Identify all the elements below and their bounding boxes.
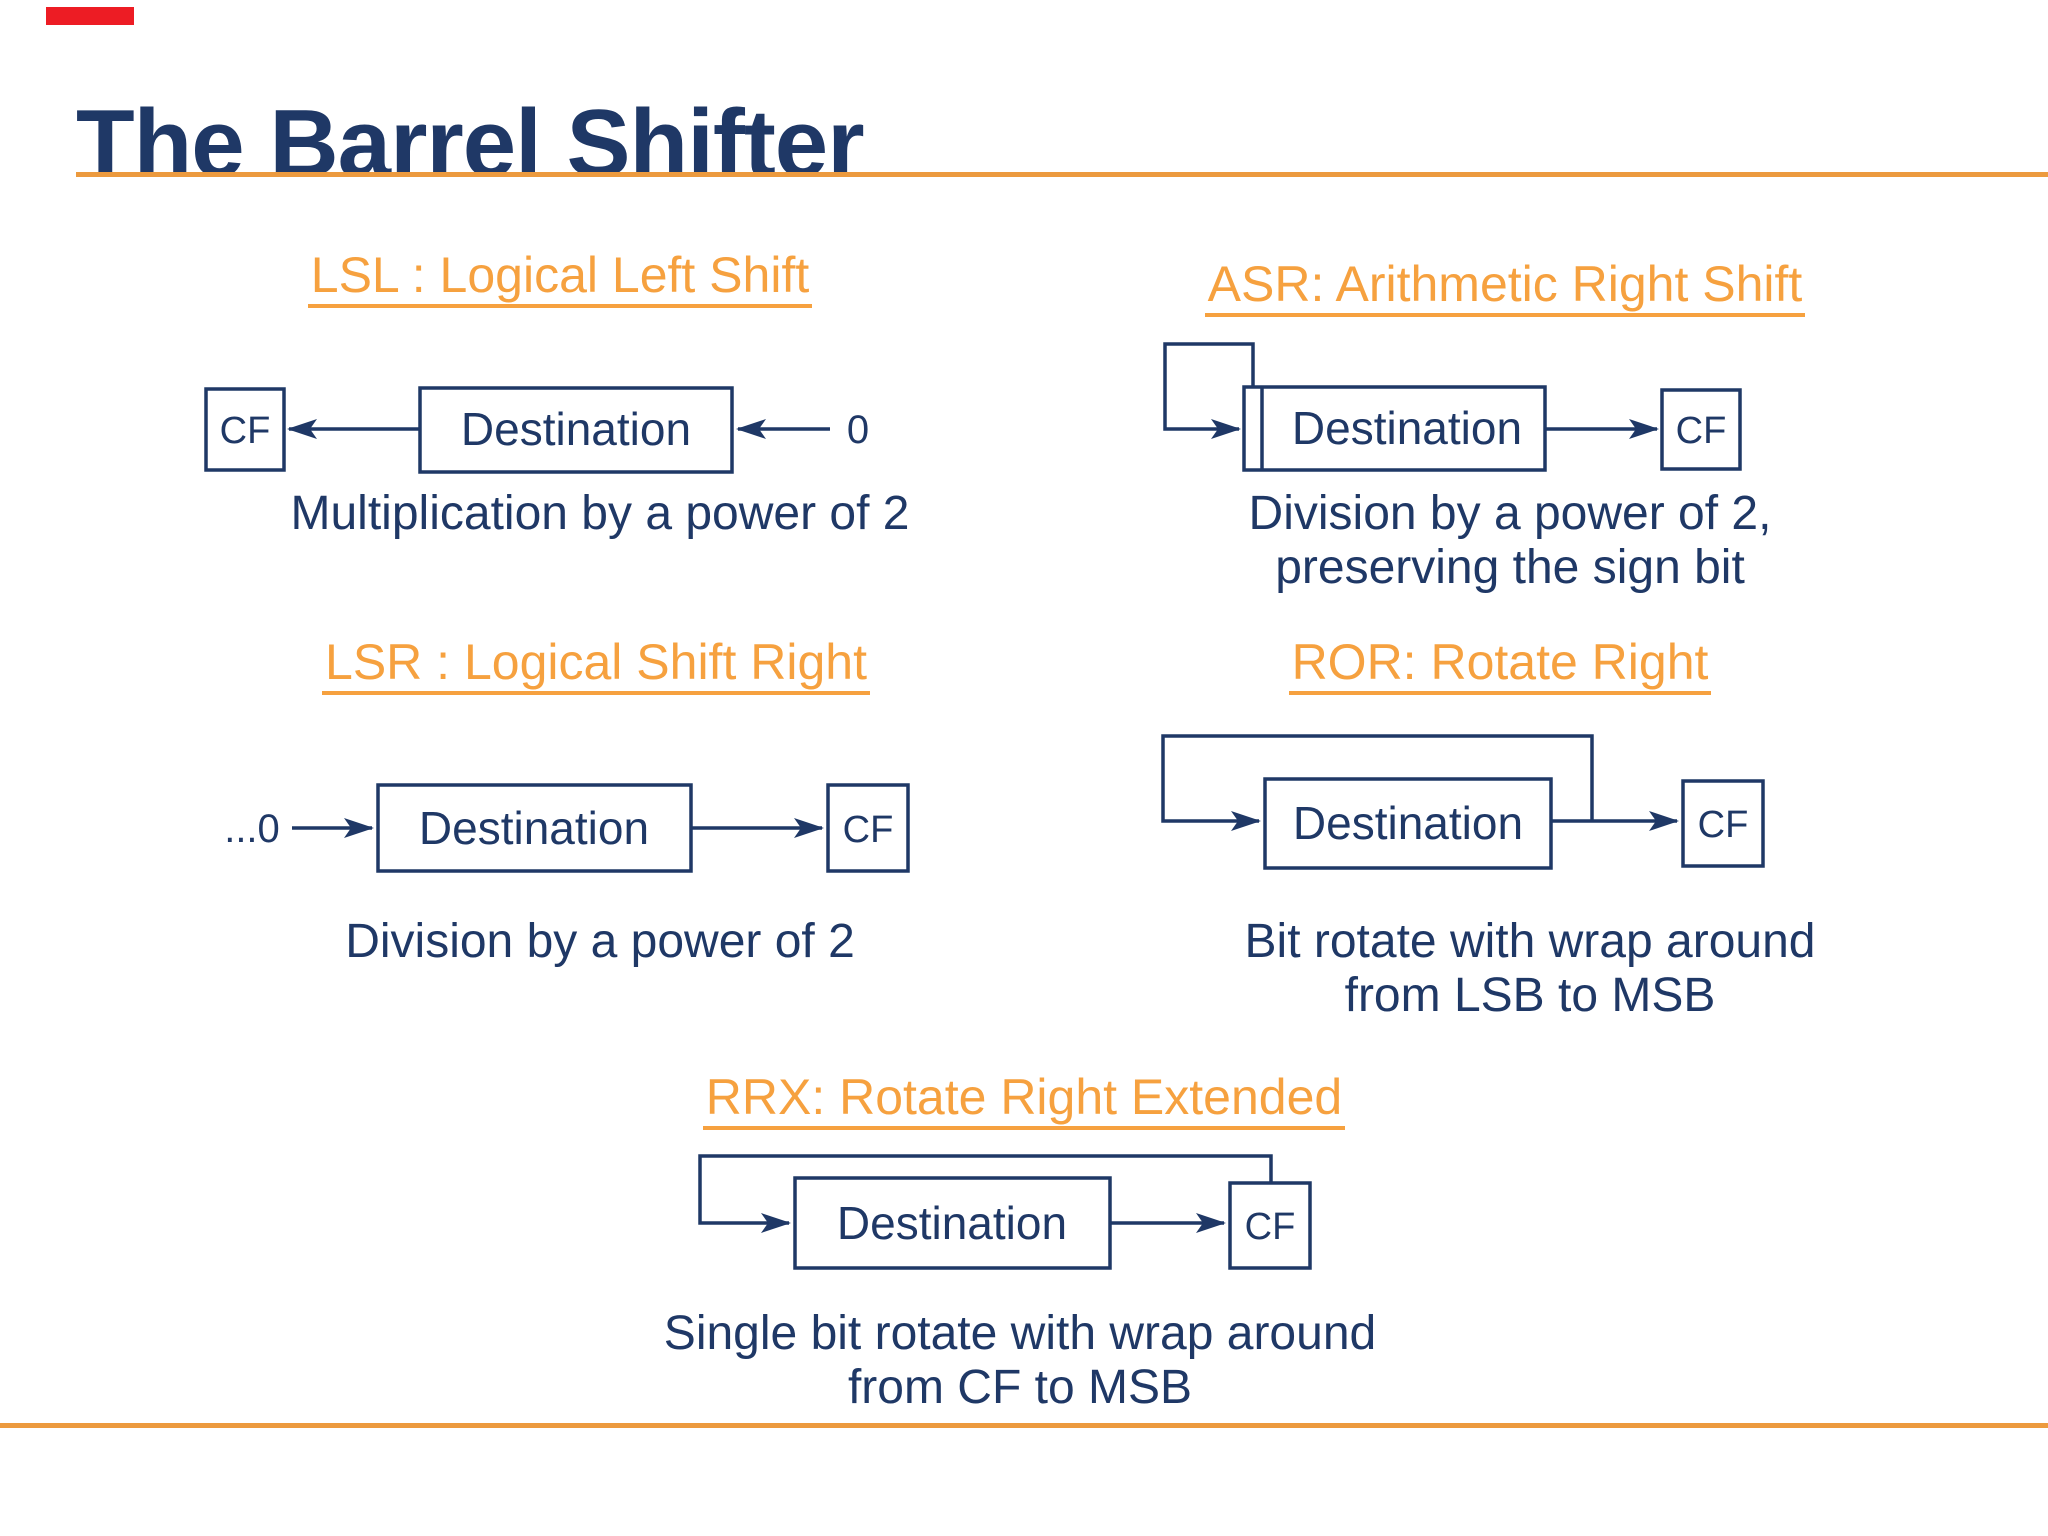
destination-label: Destination <box>461 403 691 455</box>
cf-box <box>1681 779 1765 868</box>
page-title: The Barrel Shifter <box>76 90 865 198</box>
destination-label: Destination <box>1292 402 1522 454</box>
rrx-caption: Single bit rotate with wrap around from … <box>610 1307 1430 1415</box>
destination-box <box>418 386 734 474</box>
footer-rule <box>0 1423 2048 1428</box>
destination-box <box>793 1176 1112 1270</box>
destination-box <box>376 783 693 873</box>
cf-label: CF <box>1245 1206 1296 1248</box>
cf-box <box>1228 1181 1312 1270</box>
rrx-caption-line: from CF to MSB <box>847 1361 1193 1414</box>
asr-caption: Division by a power of 2, preserving the… <box>1130 487 1890 595</box>
lsl-caption: Multiplication by a power of 2 <box>160 487 1040 541</box>
rrx-heading: RRX: Rotate Right Extended <box>614 1072 1434 1130</box>
cf-box <box>826 783 910 873</box>
ror-caption: Bit rotate with wrap around from LSB to … <box>1130 915 1930 1023</box>
ror-caption-line: from LSB to MSB <box>1344 969 1716 1022</box>
asr-heading: ASR: Arithmetic Right Shift <box>1130 259 1880 317</box>
sign-feedback-loop-arrow <box>1163 342 1255 439</box>
ror-heading: ROR: Rotate Right <box>1130 637 1870 695</box>
lsr-caption: Division by a power of 2 <box>160 915 1040 969</box>
lsl-diagram: CF Destination 0 <box>204 386 869 474</box>
cf-label: CF <box>1698 804 1749 846</box>
lsr-heading: LSR : Logical Shift Right <box>180 637 1012 695</box>
title-rule <box>76 172 2048 177</box>
rrx-caption-line: Single bit rotate with wrap around <box>663 1307 1377 1360</box>
lsl-heading-text: LSL : Logical Left Shift <box>307 250 813 308</box>
rrx-heading-text: RRX: Rotate Right Extended <box>702 1072 1346 1130</box>
lsr-diagram: ...0 Destination CF <box>224 783 910 873</box>
rotate-feedback-loop-arrow <box>1161 734 1594 831</box>
destination-label: Destination <box>837 1197 1067 1249</box>
input-zero-label: ...0 <box>224 807 280 851</box>
destination-label: Destination <box>1293 797 1523 849</box>
cf-label: CF <box>1676 410 1727 452</box>
lsr-caption-line: Division by a power of 2 <box>345 915 855 968</box>
cf-box <box>1660 388 1742 471</box>
lsl-caption-line: Multiplication by a power of 2 <box>290 487 910 540</box>
ror-caption-line: Bit rotate with wrap around <box>1244 915 1816 968</box>
rrx-diagram: Destination CF <box>698 1154 1312 1270</box>
cf-box <box>204 387 286 472</box>
lsl-heading: LSL : Logical Left Shift <box>180 250 940 308</box>
destination-box <box>1263 777 1553 870</box>
asr-caption-line: preserving the sign bit <box>1275 541 1745 594</box>
asr-caption-line: Division by a power of 2, <box>1248 487 1772 540</box>
destination-label: Destination <box>419 802 649 854</box>
red-corner-marker <box>46 7 134 25</box>
ror-heading-text: ROR: Rotate Right <box>1288 637 1712 695</box>
input-zero-label: 0 <box>847 408 869 452</box>
asr-diagram: Destination CF <box>1163 342 1742 472</box>
cf-label: CF <box>843 809 894 851</box>
ror-diagram: Destination CF <box>1161 734 1765 870</box>
cf-feedback-loop-arrow <box>698 1154 1273 1233</box>
asr-heading-text: ASR: Arithmetic Right Shift <box>1204 259 1806 317</box>
lsr-heading-text: LSR : Logical Shift Right <box>322 637 870 695</box>
cf-label: CF <box>220 410 271 452</box>
destination-box <box>1242 385 1547 472</box>
